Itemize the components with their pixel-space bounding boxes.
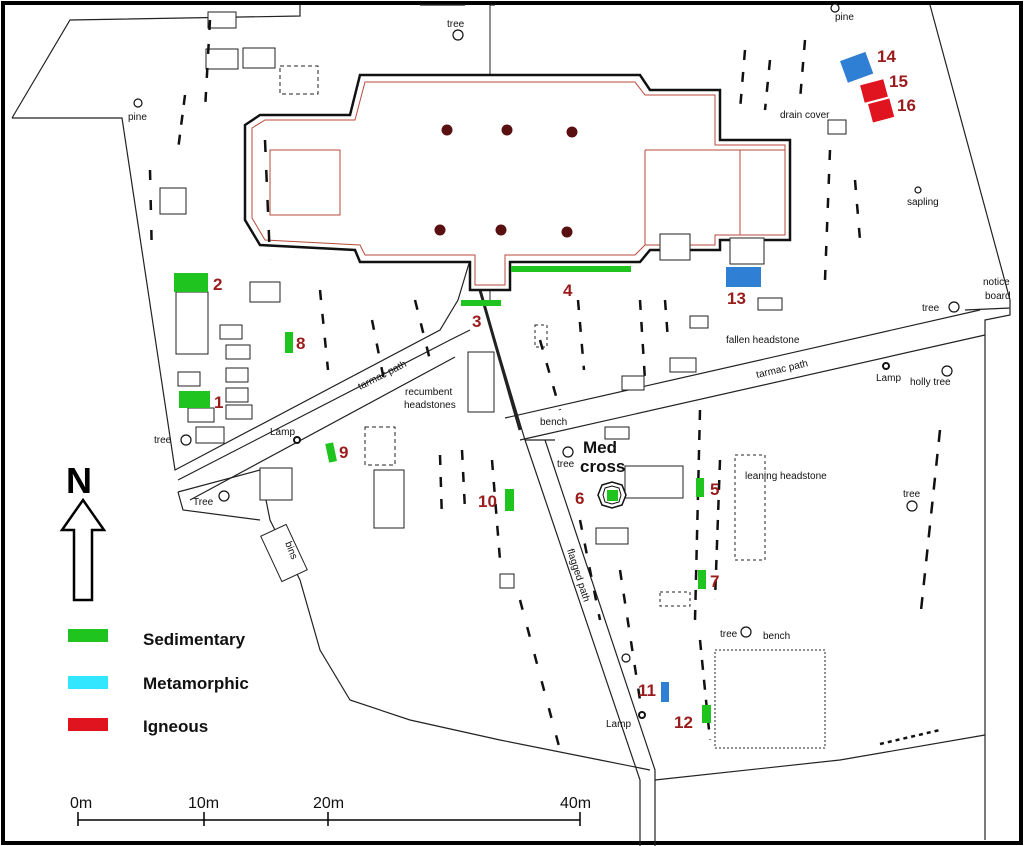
drain-cover-label: drain cover <box>780 110 830 121</box>
lamp-icon <box>293 436 301 444</box>
lamp-icon <box>882 362 890 370</box>
tree-icon <box>452 29 464 41</box>
trees-and-lamps <box>133 3 960 719</box>
lamp-label: Lamp <box>606 719 631 730</box>
stone-5-label: 5 <box>710 480 719 499</box>
notice-board-label: board <box>985 291 1011 302</box>
stone-12-marker <box>702 705 711 723</box>
tarmac-path-left-shape <box>177 329 471 501</box>
stone-8-label: 8 <box>296 334 305 353</box>
headstone-rows <box>148 19 942 751</box>
notice-board-label: notice <box>983 277 1010 288</box>
fallen-headstone-label: fallen headstone <box>726 335 800 346</box>
scale-label-20: 20m <box>313 795 344 812</box>
tree-icon <box>621 653 631 663</box>
tree-label: Tree <box>193 497 214 508</box>
legend-swatch-igneous <box>68 718 108 731</box>
tree-label: tree <box>447 19 465 30</box>
leaning-headstone-label: leaning headstone <box>745 471 827 482</box>
church-pillars <box>434 124 578 238</box>
stone-7-label: 7 <box>710 572 719 591</box>
stone-2-label: 2 <box>213 275 222 294</box>
north-arrow-icon <box>59 497 107 602</box>
north-arrow: N <box>59 460 107 602</box>
tree-icon <box>906 500 918 512</box>
stone-11-label: 11 <box>638 681 656 700</box>
tree-icon <box>948 301 960 313</box>
tree-label: tree <box>154 435 172 446</box>
tree-icon <box>740 626 752 638</box>
stone-12-label: 12 <box>674 713 693 732</box>
stone-3-label: 3 <box>472 312 481 331</box>
tree-label: tree <box>557 459 575 470</box>
stone-1-label: 1 <box>214 393 223 412</box>
stone-10-label: 10 <box>478 492 497 511</box>
tree-icon <box>180 434 192 446</box>
holly-tree-label: holly tree <box>910 377 951 388</box>
tree-label: tree <box>922 303 940 314</box>
stone-9-marker <box>325 442 337 463</box>
tree-icon <box>941 365 953 377</box>
lamp-label: Lamp <box>270 427 295 438</box>
legend-swatch-sedimentary <box>68 629 108 642</box>
sapling-label: sapling <box>907 197 939 208</box>
stone-4-marker <box>511 266 631 272</box>
stone-6-label: 6 <box>575 489 584 508</box>
stone-14-label: 14 <box>877 47 896 66</box>
stone-13-label: 13 <box>727 289 746 308</box>
north-label: N <box>66 460 92 501</box>
scale-label-40: 40m <box>560 795 591 812</box>
med-cross-monument <box>597 481 627 509</box>
bench-label: bench <box>540 417 567 428</box>
bench-label: bench <box>763 631 790 642</box>
legend-label-igneous: Igneous <box>143 717 208 736</box>
tree-icon <box>218 490 230 502</box>
legend: Sedimentary Metamorphic Igneous <box>68 629 249 736</box>
sapling-icon <box>914 186 922 194</box>
scale-label-0: 0m <box>70 795 92 812</box>
stone-13-marker <box>726 267 761 287</box>
stone-7-marker <box>698 570 706 589</box>
scale-label-10: 10m <box>188 795 219 812</box>
med-cross-label: cross <box>580 457 625 476</box>
legend-swatch-metamorphic <box>68 676 108 689</box>
tree-label: tree <box>903 489 921 500</box>
stone-16-marker <box>868 98 895 123</box>
lamp-label: Lamp <box>876 373 901 384</box>
stone-9-label: 9 <box>339 443 348 462</box>
recumbent-headstones-label: headstones <box>404 400 456 411</box>
church-building <box>243 73 792 292</box>
stone-8-marker <box>285 332 293 353</box>
grave-plots <box>159 11 847 749</box>
pine-label: pine <box>835 12 854 23</box>
stone-2-marker <box>174 273 208 292</box>
stone-5-marker <box>696 478 704 497</box>
stone-10-marker <box>505 489 514 511</box>
legend-label-sedimentary: Sedimentary <box>143 630 246 649</box>
stone-6-marker <box>607 490 618 501</box>
med-cross-label: Med <box>583 438 617 457</box>
recumbent-headstones-label: recumbent <box>405 387 452 398</box>
stone-11-marker <box>661 682 669 702</box>
tree-label: tree <box>720 629 738 640</box>
lamp-icon <box>638 711 646 719</box>
stone-15-marker <box>860 79 888 103</box>
tree-icon <box>133 98 143 108</box>
stone-3-marker <box>461 300 501 306</box>
stone-4-label: 4 <box>563 281 573 300</box>
stone-16-label: 16 <box>897 96 916 115</box>
scale-bar: 0m 10m 20m 40m <box>70 795 591 826</box>
tree-icon <box>562 446 574 458</box>
stone-markers <box>174 51 895 723</box>
pine-label: pine <box>128 112 147 123</box>
stone-number-labels: 1 2 3 4 5 6 7 8 9 10 11 12 13 14 15 16 <box>213 47 916 732</box>
tree-icon <box>830 3 840 13</box>
tarmac-path-right-shape <box>504 309 986 441</box>
legend-label-metamorphic: Metamorphic <box>143 674 249 693</box>
stone-14-marker <box>840 51 874 83</box>
stone-15-label: 15 <box>889 72 908 91</box>
stone-1-marker <box>179 391 210 408</box>
